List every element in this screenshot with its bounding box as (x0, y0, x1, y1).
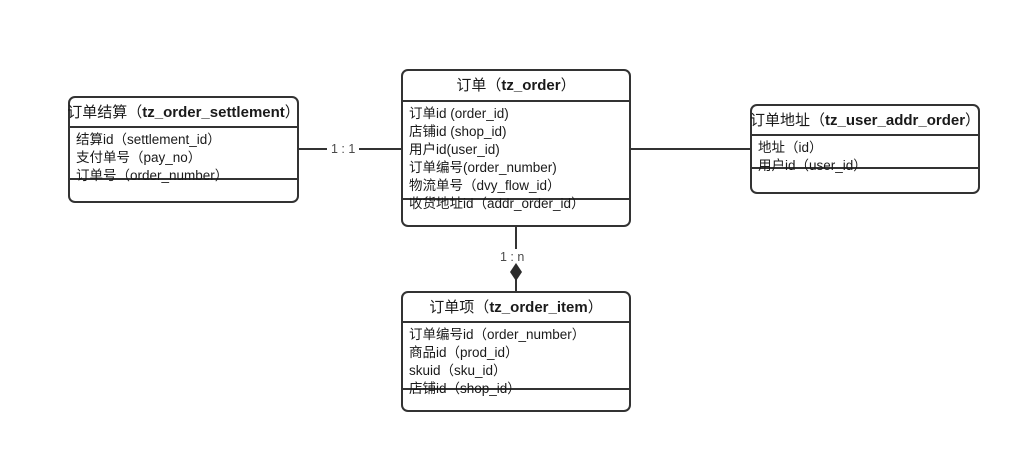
entity-open-paren: （ (486, 77, 502, 94)
connector-order-address (631, 148, 750, 150)
field-row: 订单号（order_number） (76, 168, 229, 183)
entity-fields-order-settlement: 结算id（settlement_id） 支付单号（pay_no） 订单号（ord… (70, 128, 297, 183)
entity-table-name: tz_order (501, 77, 561, 94)
entity-user-addr-order[interactable]: 订单地址 （ tz_user_addr_order ） 地址（id） 用户id（… (750, 104, 980, 194)
entity-close-paren: ） (284, 103, 300, 121)
entity-table-name: tz_order_item (489, 298, 588, 316)
field-row: 收货地址id（addr_order_id） (409, 196, 585, 211)
field-row: 订单编号(order_number) (409, 160, 557, 175)
field-row: 用户id（user_id） (758, 158, 867, 173)
field-row: 支付单号（pay_no） (76, 150, 202, 165)
entity-title-order-settlement: 订单结算 （ tz_order_settlement ） (67, 98, 300, 128)
entity-close-paren: ） (560, 77, 576, 94)
field-row: 商品id（prod_id） (409, 345, 519, 360)
entity-close-paren: ） (587, 298, 603, 316)
entity-table-name: tz_user_addr_order (824, 111, 966, 129)
entity-table-name: tz_order_settlement (142, 103, 285, 121)
entity-order[interactable]: 订单 （ tz_order ） 订单id (order_id) 店铺id (sh… (401, 69, 631, 227)
relationship-label-settlement-order: 1 : 1 (327, 141, 360, 157)
entity-open-paren: （ (809, 111, 825, 129)
field-row: 结算id（settlement_id） (76, 132, 221, 147)
entity-cn-name: 订单结算 (67, 103, 128, 121)
entity-cn-name: 订单项 (429, 298, 475, 316)
field-row: skuid（sku_id） (409, 363, 507, 378)
entity-order-settlement[interactable]: 订单结算 （ tz_order_settlement ） 结算id（settle… (67, 96, 300, 203)
entity-open-paren: （ (127, 103, 143, 121)
field-row: 用户id(user_id) (409, 142, 500, 157)
field-row: 店铺id (shop_id) (409, 124, 507, 139)
entity-fields-user-addr-order: 地址（id） 用户id（user_id） (752, 136, 978, 173)
entity-order-item[interactable]: 订单项 （ tz_order_item ） 订单编号id（order_numbe… (401, 291, 631, 412)
field-row: 地址（id） (758, 140, 823, 155)
entity-cn-name: 订单 (456, 77, 487, 94)
relationship-label-order-orderitem: 1 : n (496, 249, 529, 265)
entity-title-order: 订单 （ tz_order ） (403, 71, 629, 102)
entity-close-paren: ） (965, 111, 981, 129)
entity-cn-name: 订单地址 (749, 111, 810, 129)
entity-title-user-addr-order: 订单地址 （ tz_user_addr_order ） (749, 106, 981, 136)
field-row: 物流单号（dvy_flow_id） (409, 178, 561, 193)
field-row: 店铺id（shop_id） (409, 381, 521, 396)
field-row: 订单id (order_id) (409, 106, 509, 121)
entity-open-paren: （ (474, 298, 490, 316)
entity-title-order-item: 订单项 （ tz_order_item ） (403, 293, 629, 323)
entity-fields-order: 订单id (order_id) 店铺id (shop_id) 用户id(user… (403, 102, 629, 211)
entity-fields-order-item: 订单编号id（order_number） 商品id（prod_id） skuid… (403, 323, 629, 396)
field-row: 订单编号id（order_number） (409, 327, 586, 342)
